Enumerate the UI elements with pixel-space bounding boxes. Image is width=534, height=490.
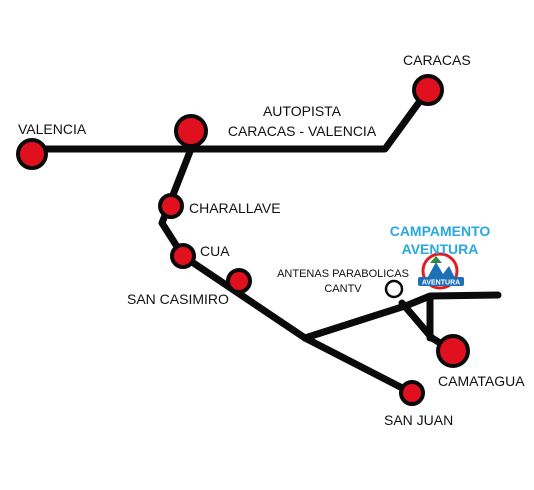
city-marker-cua[interactable] [170,243,196,269]
label-highway-line1: AUTOPISTA [263,103,342,119]
campamento-aventura-logo: AVENTURA [418,252,464,290]
label-valencia: VALENCIA [18,121,87,137]
label-charallave: CHARALLAVE [189,200,281,216]
city-marker-charallave[interactable] [158,193,184,219]
label-camatagua: CAMATAGUA [438,373,525,389]
label-cua: CUA [200,243,230,259]
city-marker-san-casimiro[interactable] [226,268,252,294]
label-highway-line2: CARACAS - VALENCIA [228,123,377,139]
logo-tree-icon [430,256,442,263]
logo-text: AVENTURA [422,280,460,287]
label-antennas-line1: ANTENAS PARABOLICAS [277,268,409,280]
road-junction-to-east [301,291,502,342]
label-camp-line1: CAMPAMENTO [390,223,491,239]
city-marker-san-juan[interactable] [399,380,425,406]
label-san-juan: SAN JUAN [384,412,453,428]
antenna-marker[interactable] [384,279,404,299]
city-marker-camatagua[interactable] [436,334,470,368]
highway-caracas-valencia [28,86,432,153]
labels: CARACAS VALENCIA AUTOPISTA CARACAS - VAL… [18,52,525,428]
city-marker-caracas[interactable] [412,74,444,106]
city-markers [16,74,470,406]
label-caracas: CARACAS [403,52,471,68]
label-san-casimiro: SAN CASIMIRO [127,291,229,307]
city-marker-highway-junction[interactable] [174,114,208,148]
city-marker-valencia[interactable] [16,138,48,170]
label-camp-line2: AVENTURA [402,241,479,257]
label-antennas-line2: CANTV [324,283,362,295]
logo-banner [418,277,464,286]
